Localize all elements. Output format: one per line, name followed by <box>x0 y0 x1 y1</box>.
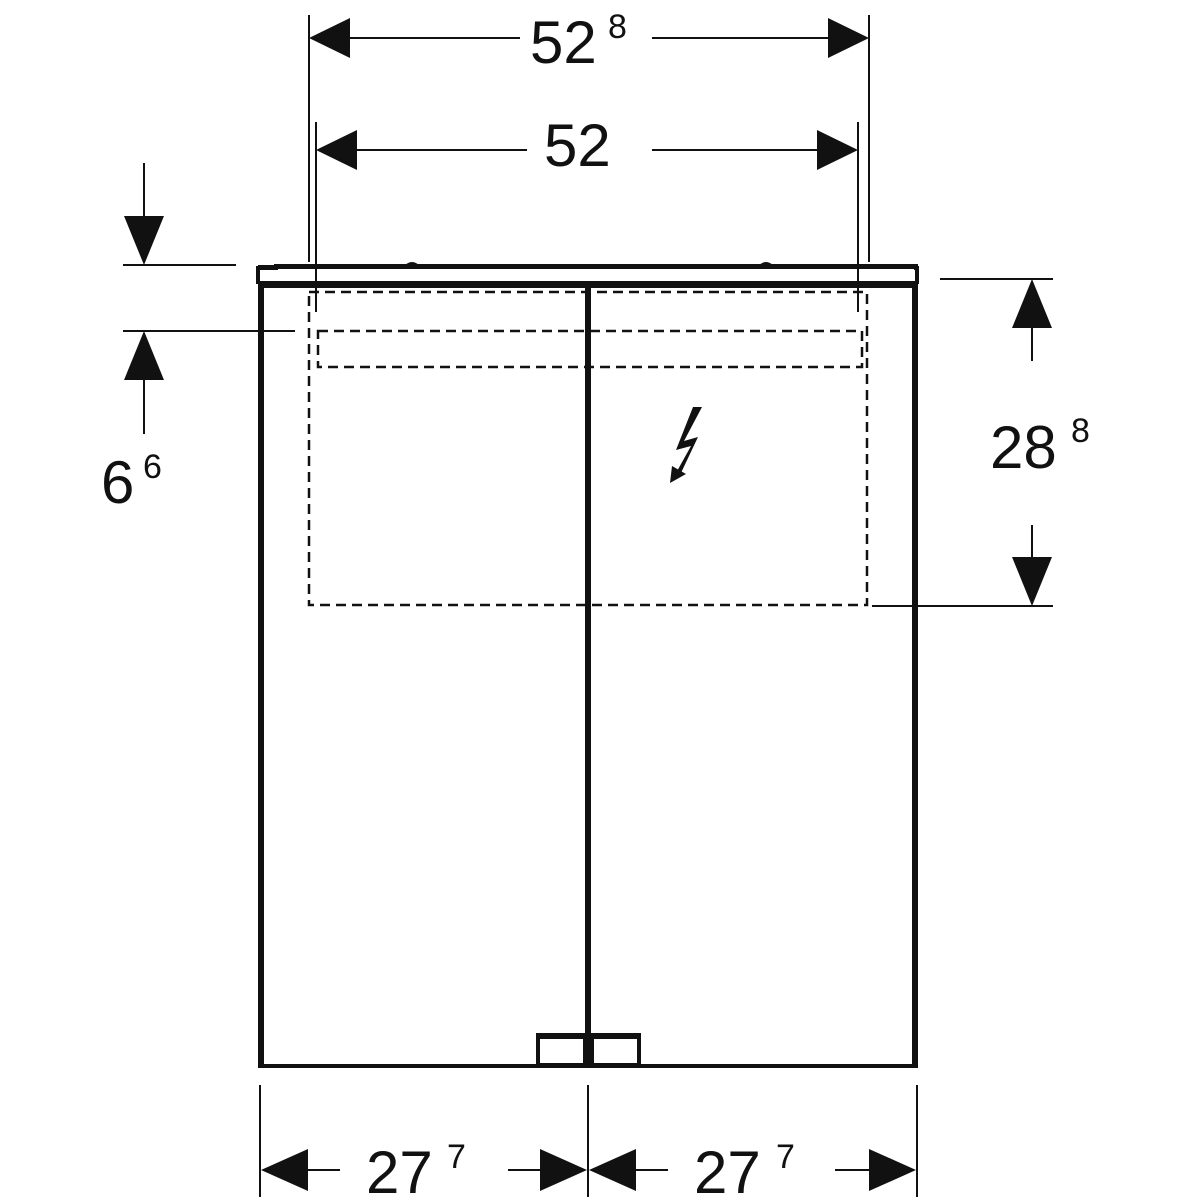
door-width-dimensions: 27 7 27 7 <box>259 1085 918 1200</box>
light-height-value: 28 <box>990 414 1057 481</box>
arrow-up-icon <box>124 331 164 380</box>
arrow-left-icon <box>316 130 357 170</box>
arrow-right-icon <box>817 130 858 170</box>
left-door-width-sup: 7 <box>447 1138 466 1176</box>
cabinet <box>256 262 919 1068</box>
light-strip-outline <box>316 329 864 369</box>
left-door-handle <box>536 1033 587 1067</box>
overall-width-sup: 8 <box>608 8 627 46</box>
left-door-width-value: 27 <box>366 1139 433 1200</box>
arrow-right-icon <box>540 1149 587 1191</box>
overall-width-dimension: 52 8 <box>308 8 870 262</box>
light-height-dimension: 28 8 <box>872 278 1090 607</box>
arrow-down-icon <box>124 216 164 265</box>
right-door-handle <box>590 1033 641 1067</box>
arrow-down-icon <box>1012 557 1052 606</box>
arrow-up-icon <box>1012 279 1052 328</box>
hidden-elements <box>307 290 869 607</box>
arrow-left-icon <box>261 1149 308 1191</box>
lightning-arrow-head-icon <box>670 466 686 483</box>
right-door-width-sup: 7 <box>776 1138 795 1176</box>
top-offset-sup: 6 <box>143 448 162 486</box>
mount-bump <box>758 262 774 266</box>
inner-width-value: 52 <box>544 112 611 179</box>
right-door-width-value: 27 <box>694 1139 761 1200</box>
top-offset-value: 6 <box>101 449 134 516</box>
cabinet-top-edge <box>258 281 917 288</box>
light-height-sup: 8 <box>1071 412 1090 450</box>
electrical-box-outline <box>307 290 869 607</box>
arrow-left-icon <box>589 1149 636 1191</box>
electrical-icon <box>670 407 702 483</box>
mount-bump <box>404 262 420 266</box>
top-offset-dimension: 6 6 <box>101 163 295 516</box>
overall-width-value: 52 <box>530 9 597 76</box>
arrow-right-icon <box>869 1149 916 1191</box>
arrow-right-icon <box>828 18 869 58</box>
arrow-left-icon <box>309 18 350 58</box>
inner-width-dimension: 52 <box>315 112 859 312</box>
lightning-bolt-icon <box>676 407 702 475</box>
